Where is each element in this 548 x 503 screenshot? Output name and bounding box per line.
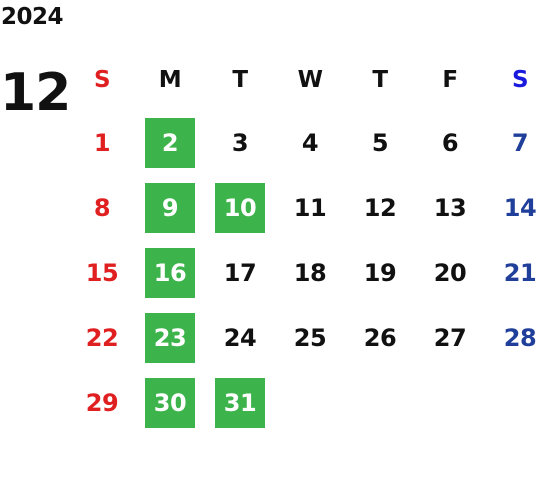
weekday-tuesday: T <box>232 67 248 93</box>
day-cell-highlighted: 10 <box>206 175 274 240</box>
day-cell: 21 <box>486 240 548 305</box>
day-cell: 3 <box>206 110 274 175</box>
day-cell: 29 <box>68 370 136 435</box>
day-number: 21 <box>503 258 537 287</box>
day-number: 27 <box>433 323 467 352</box>
day-number: 18 <box>293 258 327 287</box>
day-cell-highlighted: 31 <box>206 370 274 435</box>
day-cell: 6 <box>416 110 484 175</box>
day-cell: 5 <box>346 110 414 175</box>
day-number: 9 <box>145 182 195 233</box>
day-number: 31 <box>215 377 265 428</box>
day-number: 6 <box>441 128 459 157</box>
weekday-friday: F <box>442 67 458 93</box>
day-number: 22 <box>85 323 119 352</box>
month-label: 12 <box>0 63 71 123</box>
weekday-monday: M <box>158 67 182 93</box>
day-cell: 12 <box>346 175 414 240</box>
weekday-wednesday: W <box>297 67 323 93</box>
day-number: 16 <box>145 247 195 298</box>
day-cell: 8 <box>68 175 136 240</box>
day-number: 26 <box>363 323 397 352</box>
week-row: 15 16 17 18 19 20 21 <box>68 240 548 305</box>
weekday-header: S M T W T F S <box>68 50 548 110</box>
day-number: 30 <box>145 377 195 428</box>
day-number: 1 <box>93 128 111 157</box>
day-number: 28 <box>503 323 537 352</box>
day-number: 19 <box>363 258 397 287</box>
day-number: 13 <box>433 193 467 222</box>
week-row: 1 2 3 4 5 6 7 <box>68 110 548 175</box>
day-cell: 26 <box>346 305 414 370</box>
week-row: 29 30 31 <box>68 370 548 435</box>
day-number: 3 <box>231 128 249 157</box>
day-number: 8 <box>93 193 111 222</box>
day-cell: 15 <box>68 240 136 305</box>
day-number: 7 <box>511 128 529 157</box>
weekday-saturday: S <box>511 67 529 93</box>
day-number: 12 <box>363 193 397 222</box>
day-cell-highlighted: 23 <box>136 305 204 370</box>
day-number: 29 <box>85 388 119 417</box>
day-cell: 22 <box>68 305 136 370</box>
day-number: 25 <box>293 323 327 352</box>
day-number: 2 <box>145 117 195 168</box>
day-number: 15 <box>85 258 119 287</box>
day-cell: 1 <box>68 110 136 175</box>
week-row: 8 9 10 11 12 13 14 <box>68 175 548 240</box>
day-number: 17 <box>223 258 257 287</box>
day-cell: 13 <box>416 175 484 240</box>
calendar-grid: S M T W T F S 1 2 3 4 5 6 7 8 9 10 11 12… <box>68 50 548 435</box>
day-cell: 27 <box>416 305 484 370</box>
day-cell: 20 <box>416 240 484 305</box>
day-number: 11 <box>293 193 327 222</box>
day-cell: 14 <box>486 175 548 240</box>
weekday-sunday: S <box>93 67 111 93</box>
day-cell: 18 <box>276 240 344 305</box>
day-cell: 25 <box>276 305 344 370</box>
day-number: 23 <box>145 312 195 363</box>
day-number: 5 <box>371 128 389 157</box>
day-cell-highlighted: 9 <box>136 175 204 240</box>
day-cell: 28 <box>486 305 548 370</box>
day-number: 24 <box>223 323 257 352</box>
day-number: 20 <box>433 258 467 287</box>
weekday-thursday: T <box>372 67 388 93</box>
day-number: 4 <box>301 128 319 157</box>
day-cell: 4 <box>276 110 344 175</box>
day-number: 10 <box>215 182 265 233</box>
week-row: 22 23 24 25 26 27 28 <box>68 305 548 370</box>
day-cell: 17 <box>206 240 274 305</box>
day-number: 14 <box>503 193 537 222</box>
year-label: 2024 <box>1 4 64 30</box>
day-cell-highlighted: 30 <box>136 370 204 435</box>
day-cell-highlighted: 2 <box>136 110 204 175</box>
day-cell: 7 <box>486 110 548 175</box>
day-cell: 11 <box>276 175 344 240</box>
day-cell: 19 <box>346 240 414 305</box>
day-cell-highlighted: 16 <box>136 240 204 305</box>
day-cell: 24 <box>206 305 274 370</box>
